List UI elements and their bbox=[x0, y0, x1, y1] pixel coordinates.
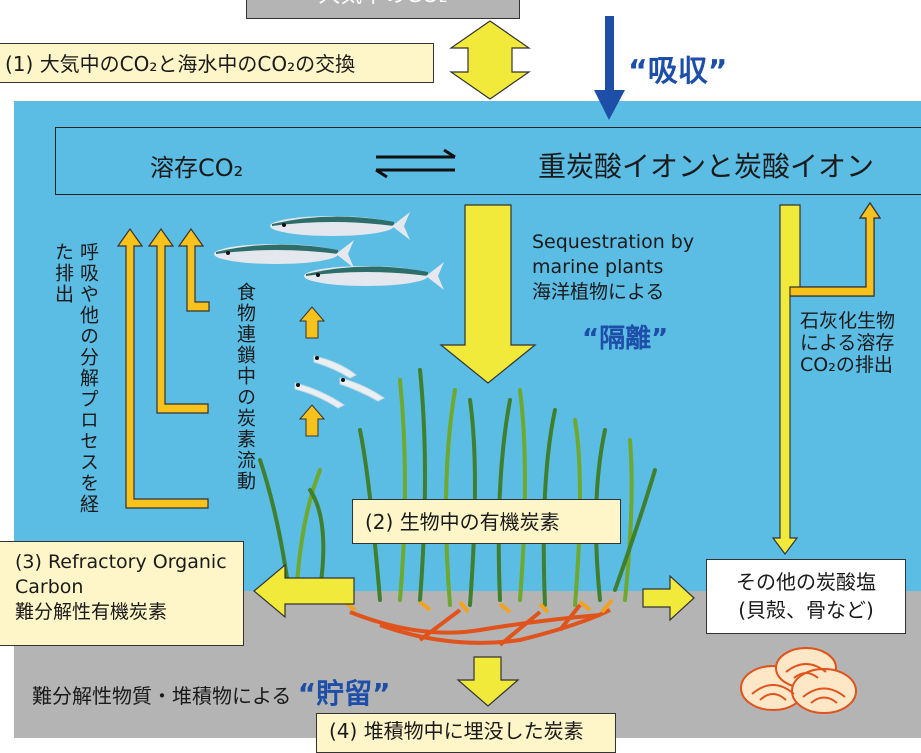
refractory-line2: Carbon bbox=[15, 576, 84, 598]
absorption-label: “吸収” bbox=[628, 54, 728, 89]
respiration-arrows bbox=[116, 227, 210, 509]
shell-icon bbox=[740, 647, 857, 714]
carbonate-arrow bbox=[642, 574, 695, 622]
carbonate-line2: (貝殻、骨など) bbox=[738, 598, 874, 622]
calcification-arrows bbox=[771, 201, 882, 555]
carbonate-box: その他の炭酸塩 (貝殻、骨など) bbox=[706, 559, 906, 634]
calcifier-label: 石灰化生物 による溶存 CO₂の排出 bbox=[800, 310, 895, 376]
exchange-box: (1) 大気中のCO₂と海水中のCO₂の交換 bbox=[0, 43, 434, 83]
calcifier-line2: による溶存 bbox=[800, 332, 895, 354]
storage-label: 難分解性物質・堆積物による “貯留” bbox=[32, 672, 391, 712]
buried-carbon-box: (4) 堆積物中に埋没した炭素 bbox=[316, 713, 616, 753]
equilibrium-arrow-icon bbox=[375, 148, 456, 179]
exchange-double-arrow bbox=[449, 20, 531, 100]
refractory-line1: (3) Refractory Organic bbox=[15, 551, 227, 573]
carbonate-line1: その他の炭酸塩 bbox=[736, 570, 876, 594]
sequestration-arrow bbox=[439, 204, 537, 384]
burial-arrow bbox=[456, 656, 520, 707]
refractory-arrow bbox=[253, 563, 355, 619]
equilibrium-box bbox=[55, 127, 921, 195]
dissolved-co2-label: 溶存CO₂ bbox=[150, 154, 244, 182]
fish-icon bbox=[214, 212, 444, 290]
food-chain-arrow-upper bbox=[298, 306, 326, 339]
storage-prefix: 難分解性物質・堆積物による bbox=[32, 684, 292, 708]
refractory-carbon-box: (3) Refractory Organic Carbon 難分解性有機炭素 bbox=[0, 541, 244, 646]
shrimp-icon bbox=[294, 355, 385, 409]
sequestration-line2: marine plants bbox=[532, 256, 664, 278]
organic-carbon-box: (2) 生物中の有機炭素 bbox=[352, 499, 621, 544]
roots-icon bbox=[349, 603, 611, 647]
absorption-arrow bbox=[594, 16, 625, 120]
food-chain-label: 食物連鎖中の炭素流動 bbox=[234, 282, 256, 492]
sequestration-line1: Sequestration by bbox=[532, 231, 695, 253]
calcifier-line1: 石灰化生物 bbox=[800, 310, 896, 332]
refractory-line3: 難分解性有機炭素 bbox=[15, 601, 168, 623]
food-chain-arrow-lower bbox=[298, 404, 326, 437]
atmosphere-box: 大気中のCO₂ bbox=[246, 0, 520, 19]
seagrass-icon bbox=[258, 368, 657, 607]
respiration-label: 呼吸や他の分解プロセスを経た排出 bbox=[52, 242, 99, 515]
calcifier-line3: CO₂の排出 bbox=[800, 354, 893, 376]
sequestration-emphasis: “隔離” bbox=[582, 324, 669, 354]
bicarbonate-label: 重炭酸イオンと炭酸イオン bbox=[538, 150, 875, 183]
sequestration-label: Sequestration by marine plants 海洋植物による bbox=[532, 230, 694, 305]
root-tips bbox=[343, 598, 614, 614]
sequestration-line3: 海洋植物による bbox=[532, 281, 665, 303]
storage-emphasis: “貯留” bbox=[297, 677, 391, 710]
